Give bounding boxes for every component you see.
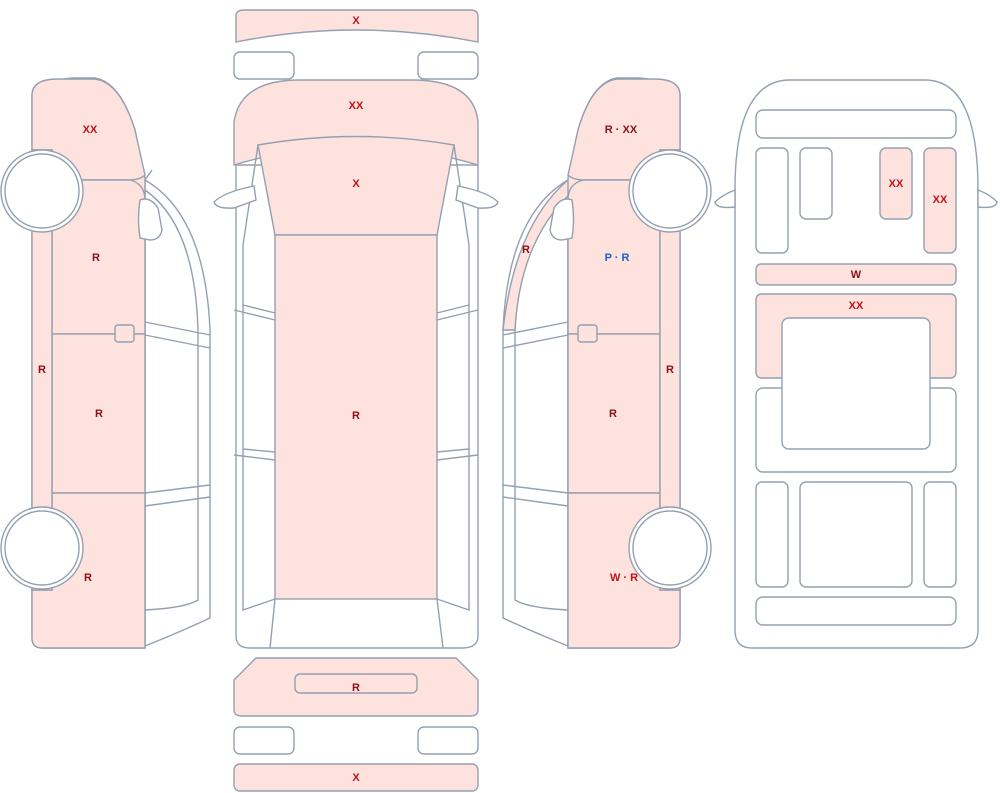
code-right-front-door-sep: ·: [612, 252, 622, 264]
top-view: X XX X R R X: [213, 9, 499, 792]
code-left-front-fender: XX: [83, 124, 98, 136]
left-rear-wheel-rim: [4, 510, 80, 586]
left-rear-wheel[interactable]: [0, 506, 84, 590]
interior-left-rear-trim[interactable]: [755, 481, 789, 588]
right-front-wheel[interactable]: [628, 149, 712, 233]
right-front-door[interactable]: [567, 179, 661, 335]
code-right-quarter: W · R: [610, 572, 638, 584]
left-side-view: XX R R R R: [0, 77, 211, 649]
code-interior-front-seats: XX: [849, 300, 864, 312]
interior-left-door-trim-front[interactable]: [755, 147, 789, 254]
code-interior-dash-right: XX: [933, 194, 948, 206]
right-door-handle[interactable]: [577, 324, 598, 343]
code-left-front-door: R: [92, 252, 100, 264]
left-front-wheel-rim: [4, 153, 80, 229]
left-rear-door[interactable]: [51, 333, 146, 494]
right-rear-door[interactable]: [567, 333, 661, 494]
code-left-rear-door: R: [95, 408, 103, 420]
interior-dash-left-panel[interactable]: [879, 147, 913, 220]
rear-bumper-panel[interactable]: [233, 763, 479, 792]
left-window-frame: [144, 189, 199, 611]
windshield-panel[interactable]: [257, 135, 455, 236]
left-front-door[interactable]: [51, 179, 146, 335]
right-mirror-side[interactable]: [549, 198, 575, 241]
code-right-rocker: R: [666, 364, 674, 376]
code-interior-dash-left: XX: [889, 178, 904, 190]
right-door-lines: [502, 321, 569, 507]
interior-console-left[interactable]: [799, 147, 833, 220]
left-door-handle[interactable]: [114, 324, 135, 343]
tailgate-handle[interactable]: [294, 673, 418, 694]
front-bumper-panel[interactable]: [235, 9, 479, 43]
code-right-front-door: P · R: [605, 252, 630, 264]
left-headlight[interactable]: [233, 51, 295, 80]
left-front-wheel[interactable]: [0, 149, 84, 233]
interior-dashboard[interactable]: [755, 109, 957, 139]
code-right-rear-door: R: [609, 408, 617, 420]
code-right-a-pillar: R: [522, 244, 530, 256]
left-pillar-lines: [233, 304, 276, 461]
interior-front-strip[interactable]: [755, 263, 957, 286]
code-left-quarter: R: [84, 572, 92, 584]
interior-dash-right-panel[interactable]: [923, 147, 957, 254]
left-mirror-top[interactable]: [213, 185, 257, 209]
rear-glass-outline: [269, 598, 444, 649]
interior-left-mirror[interactable]: [714, 188, 736, 209]
code-windshield: X: [352, 178, 360, 190]
left-side-glass-area: [144, 178, 211, 648]
right-side-glass-area: [502, 178, 569, 648]
right-side-view: R R · XX P · R R R W · R: [502, 77, 712, 649]
right-mirror-top[interactable]: [455, 185, 499, 209]
code-rear-bumper: X: [352, 772, 360, 784]
code-right-front-fender: R · XX: [605, 124, 638, 136]
code-right-front-door-first: P: [605, 252, 612, 264]
code-right-front-door-second: R: [621, 252, 629, 264]
right-taillight[interactable]: [417, 726, 479, 755]
code-tailgate-handle: R: [352, 682, 360, 694]
right-front-wheel-rim: [632, 153, 708, 229]
code-front-bumper: X: [352, 15, 360, 27]
right-pillar-lines: [436, 304, 479, 461]
code-interior-front-strip: W: [851, 269, 862, 281]
code-left-rocker: R: [38, 364, 46, 376]
code-roof: R: [352, 410, 360, 422]
right-rear-wheel[interactable]: [628, 506, 712, 590]
right-headlight[interactable]: [417, 51, 479, 80]
right-rear-wheel-rim: [632, 510, 708, 586]
roof-panel[interactable]: [274, 234, 438, 600]
left-taillight[interactable]: [233, 726, 295, 755]
interior-right-rear-trim[interactable]: [923, 481, 957, 588]
right-a-pillar[interactable]: [502, 178, 573, 331]
interior-right-mirror[interactable]: [977, 188, 998, 209]
interior-rear-trim[interactable]: [755, 596, 957, 626]
left-mirror-side[interactable]: [137, 198, 163, 241]
left-a-pillar: [144, 169, 153, 181]
code-hood: XX: [349, 100, 364, 112]
interior-center-console[interactable]: [781, 317, 931, 450]
interior-cargo-floor[interactable]: [799, 481, 913, 588]
interior-view: XX XX W XX: [714, 79, 998, 649]
left-door-lines: [144, 321, 211, 507]
